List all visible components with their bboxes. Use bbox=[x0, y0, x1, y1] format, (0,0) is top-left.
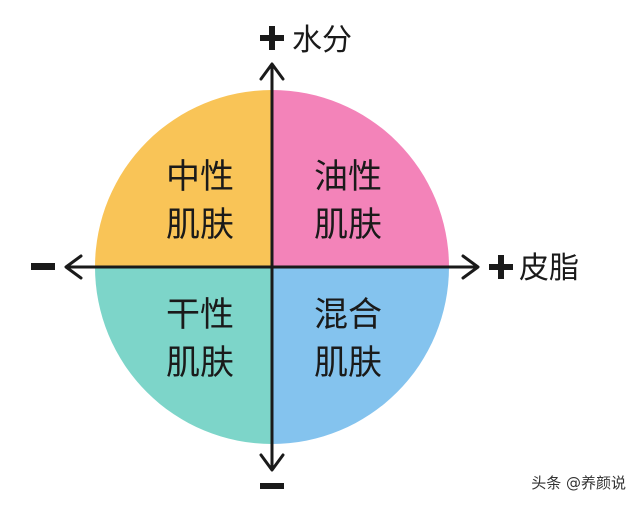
plus-icon-top bbox=[260, 26, 284, 50]
minus-icon-bottom bbox=[260, 483, 284, 489]
quadrant-bottom-right bbox=[272, 267, 449, 444]
minus-icon-left bbox=[31, 263, 55, 270]
quadrant-top-left-label-1: 中性 bbox=[166, 157, 234, 197]
quadrant-top-left bbox=[95, 90, 272, 267]
quadrant-top-right-label-2: 肌肤 bbox=[314, 205, 382, 245]
quadrant-bottom-left-label-1: 干性 bbox=[166, 295, 234, 335]
vertical-axis-positive-label: 水分 bbox=[292, 23, 352, 58]
quadrant-top-right bbox=[272, 90, 449, 267]
plus-icon-right bbox=[489, 255, 513, 279]
quadrant-top-left-label-2: 肌肤 bbox=[166, 205, 234, 245]
quadrant-bottom-right-label-1: 混合 bbox=[314, 295, 382, 335]
quadrant-bottom-right-label-2: 肌肤 bbox=[314, 343, 382, 383]
quadrant-top-right-label-1: 油性 bbox=[314, 157, 382, 197]
watermark: 头条 @养颜说 bbox=[531, 474, 626, 492]
horizontal-axis-positive-label: 皮脂 bbox=[519, 251, 579, 286]
quadrant-bottom-left-label-2: 肌肤 bbox=[166, 343, 234, 383]
horizontal-axis bbox=[64, 254, 480, 280]
quadrant-bottom-left bbox=[95, 267, 272, 444]
